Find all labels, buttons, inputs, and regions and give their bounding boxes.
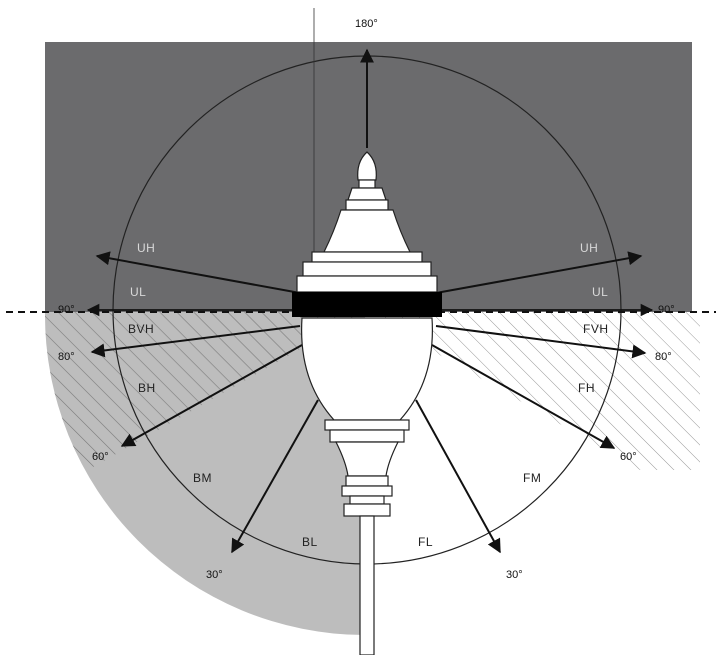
angle-label-90-right: 90° — [658, 304, 675, 316]
angle-label-80-left: 80° — [58, 351, 75, 363]
arrow-30-right — [416, 400, 500, 552]
zone-label-fvh: FVH — [583, 322, 609, 336]
zone-label-bl: BL — [302, 535, 318, 549]
zone-label-fm: FM — [523, 471, 541, 485]
luminaire-band — [292, 292, 442, 317]
zone-label-uh-left: UH — [137, 241, 155, 255]
angle-label-80-right: 80° — [655, 351, 672, 363]
angle-label-90-left: 90° — [58, 304, 75, 316]
angle-label-30-right: 30° — [506, 569, 523, 581]
angle-label-180: 180° — [355, 18, 378, 30]
zone-label-ul-right: UL — [592, 285, 608, 299]
zone-label-uh-right: UH — [580, 241, 598, 255]
zone-label-bh: BH — [138, 381, 156, 395]
angle-label-60-right: 60° — [620, 451, 637, 463]
zone-label-fh: FH — [578, 381, 595, 395]
zone-label-bvh: BVH — [128, 322, 154, 336]
zone-label-ul-left: UL — [130, 285, 146, 299]
zone-label-fl: FL — [418, 535, 433, 549]
angle-label-60-left: 60° — [92, 451, 109, 463]
zone-label-bm: BM — [193, 471, 212, 485]
angle-label-30-left: 30° — [206, 569, 223, 581]
